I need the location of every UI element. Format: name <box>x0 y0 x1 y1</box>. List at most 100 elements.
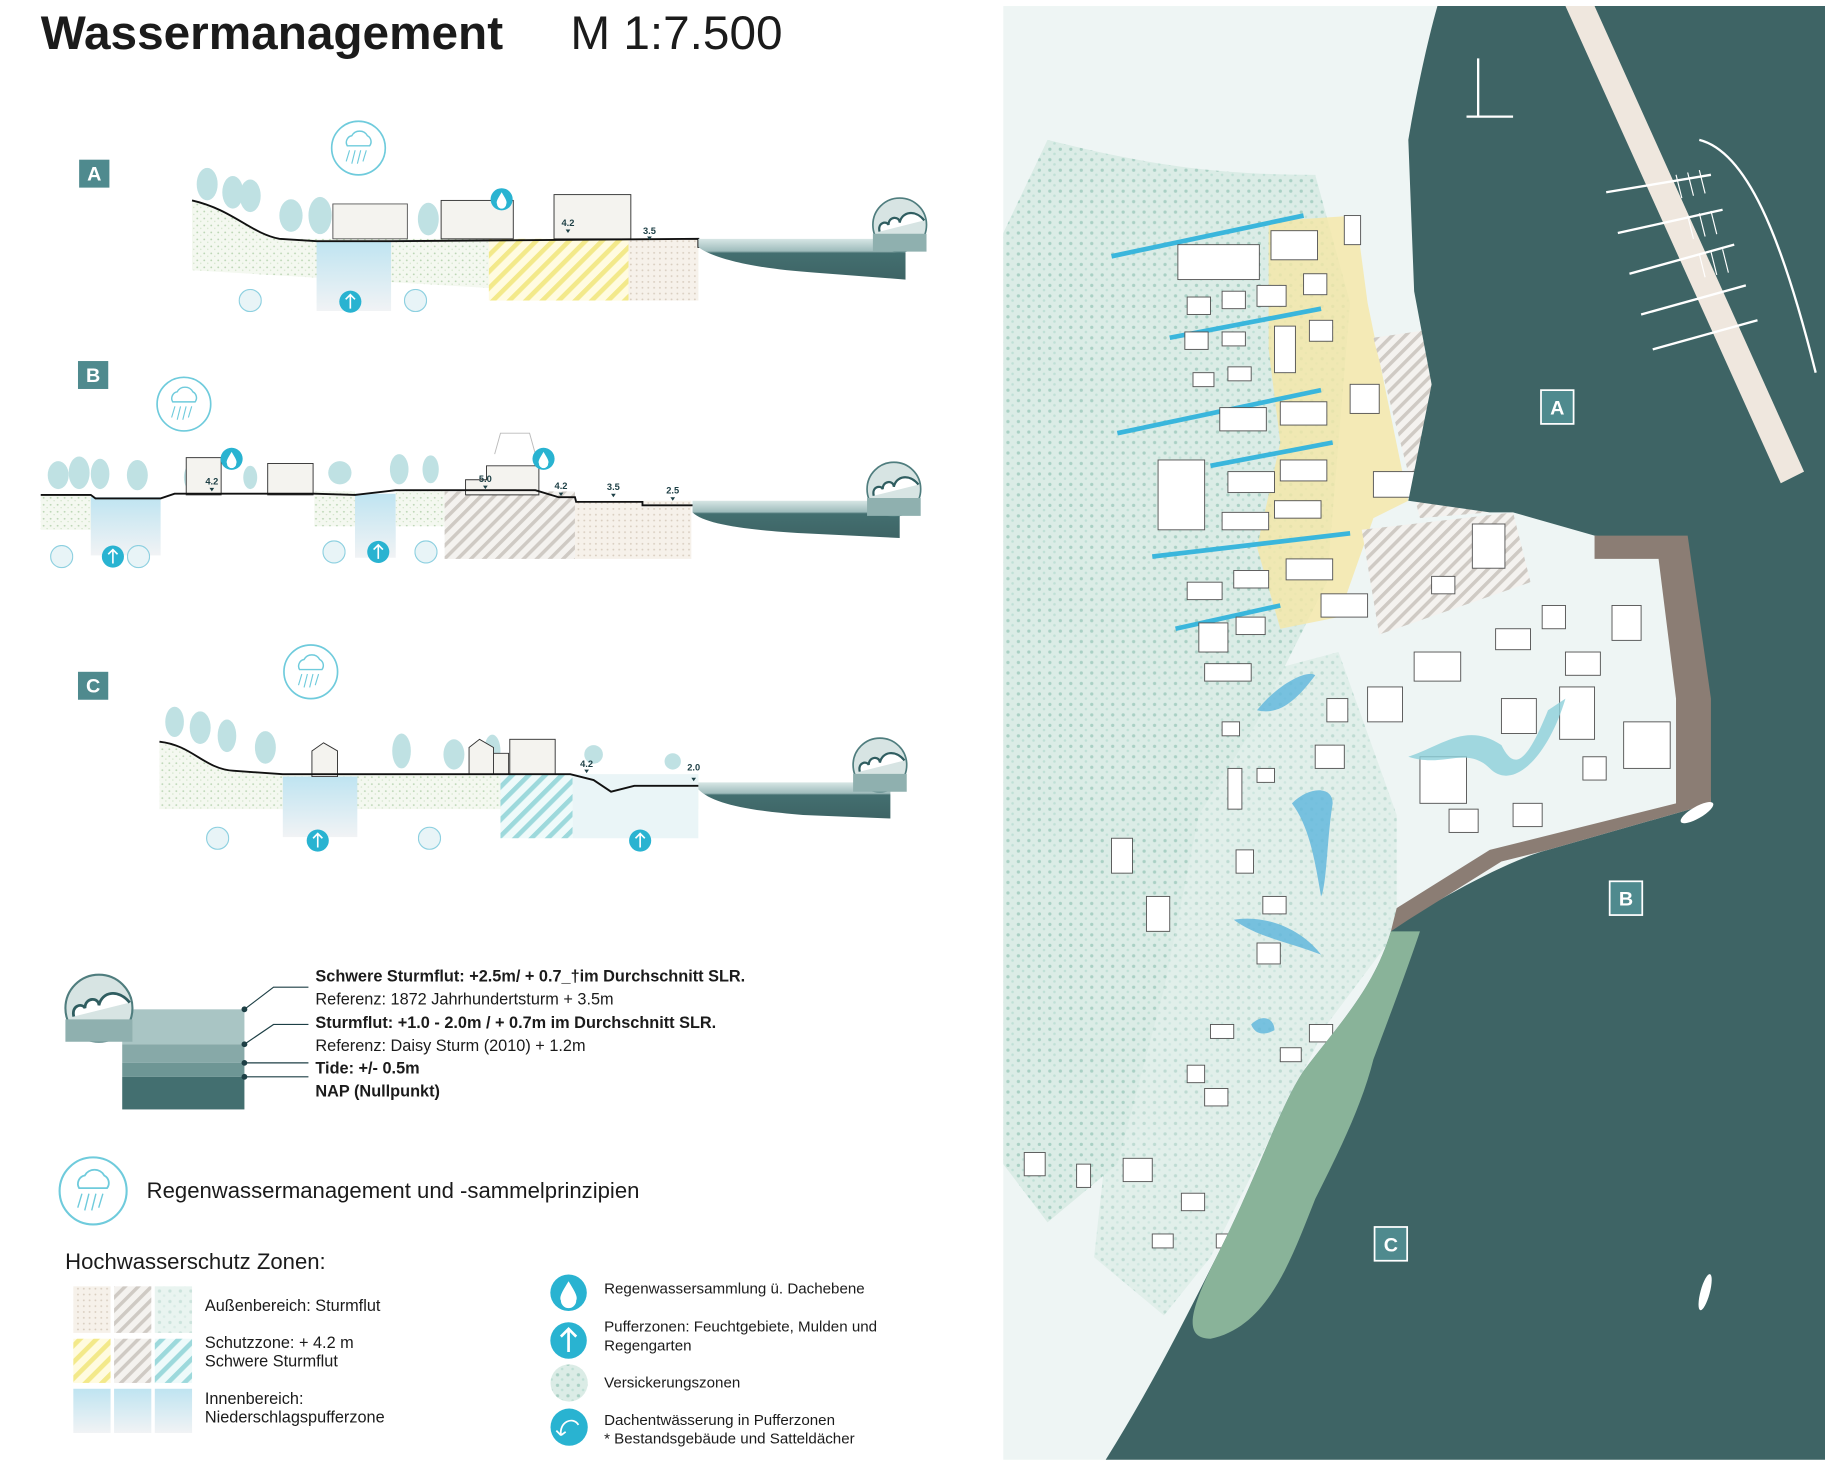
legend-roof-drainage-note: * Bestandsgebäude und Satteldächer <box>604 1430 855 1447</box>
level-band-severe <box>122 1009 245 1045</box>
water-level-legend: Schwere Sturmflut: +2.5m/ + 0.7_†im Durc… <box>64 967 745 1110</box>
protection-zone <box>500 774 573 839</box>
boat <box>1680 802 1714 824</box>
wave-icon <box>851 736 908 793</box>
flood-zones-legend: Hochwasserschutz Zonen: Außenbereich: St… <box>65 1249 385 1433</box>
infiltration-icon <box>238 288 262 313</box>
rain-icon <box>58 1156 128 1226</box>
water-drop-icon <box>490 188 513 211</box>
map-label-text: C <box>1384 1234 1398 1256</box>
water-drop-icon <box>532 447 555 470</box>
level-marker: 4.2 <box>562 218 575 228</box>
arrow-up-icon <box>338 290 362 314</box>
buffer-zone <box>282 776 358 838</box>
rain-icon <box>156 376 212 432</box>
infiltration-zone <box>314 491 355 527</box>
infiltration-zone <box>395 491 445 527</box>
leader-dots <box>241 1006 248 1080</box>
water-channels <box>1111 213 1351 632</box>
building <box>311 742 338 778</box>
site-plan-map: A B C <box>1003 6 1825 1460</box>
section-b: B 4.2 5.0 4.2 3.5 2.5 <box>40 361 922 569</box>
swatch-grey <box>114 1286 152 1333</box>
building <box>332 203 408 240</box>
zones-heading: Hochwasserschutz Zonen: <box>65 1249 326 1274</box>
inner-zone <box>572 774 699 839</box>
legend-nap: NAP (Nullpunkt) <box>315 1083 440 1101</box>
building <box>185 457 222 496</box>
sea-section <box>698 238 906 280</box>
section-label: A <box>87 164 101 186</box>
zone-protection-sub: Schwere Sturmflut <box>205 1353 338 1371</box>
legend-storm-ref: Referenz: Daisy Sturm (2010) + 1.2m <box>315 1037 585 1055</box>
marina <box>1466 58 1817 373</box>
infiltration-icon <box>206 826 230 850</box>
buffer-zone <box>90 497 161 556</box>
infiltration-icon <box>417 826 442 850</box>
section-a: A 4.2 3.5 <box>79 120 928 314</box>
building <box>553 194 632 240</box>
trees <box>196 167 439 236</box>
section-label-box <box>79 159 110 188</box>
outer-zone <box>574 500 692 559</box>
level-marker: 2.5 <box>666 486 679 496</box>
water-drop-icon <box>220 447 243 470</box>
level-marker: 3.5 <box>607 482 620 492</box>
legend-roof-collection: Regenwassersammlung ü. Dachebene <box>604 1280 865 1297</box>
swatch-blue <box>114 1388 152 1433</box>
trees <box>47 454 439 492</box>
building <box>267 463 314 496</box>
rain-icon <box>283 644 339 700</box>
map-label-b: B <box>1608 880 1644 916</box>
level-marker: 5.0 <box>479 474 492 484</box>
arrow-up-icon <box>549 1321 588 1360</box>
map-label-c: C <box>1373 1226 1409 1262</box>
map-label-text: B <box>1619 889 1633 911</box>
infiltration-zone <box>40 494 94 530</box>
quay-wall <box>1390 535 1711 932</box>
arrow-up-icon <box>628 828 652 853</box>
sea <box>1105 6 1825 1460</box>
green-dike <box>1192 931 1420 1339</box>
infiltration-icon <box>322 540 346 564</box>
wave-icon <box>64 973 134 1044</box>
retention-ponds <box>1233 673 1566 1034</box>
level-marker-triangles <box>209 485 676 501</box>
wave-icon <box>871 196 928 253</box>
swatch-sand <box>73 1286 111 1333</box>
infiltration-icon <box>403 288 428 313</box>
infiltration-icon <box>50 544 74 569</box>
zone-protection-label: Schutzzone: + 4.2 m <box>205 1334 354 1352</box>
zone-outer-label: Außenbereich: Sturmflut <box>205 1297 381 1315</box>
dotted-circle-icon <box>550 1364 588 1402</box>
section-c: C 4.2 2.0 <box>77 644 908 853</box>
rain-icon <box>330 120 387 176</box>
icon-legend: Regenwassersammlung ü. Dachebene Pufferz… <box>549 1274 877 1447</box>
legend-roof-drainage: Dachentwässerung in Pufferzonen <box>604 1412 835 1429</box>
map-label-a: A <box>1540 389 1575 425</box>
section-label: C <box>86 676 100 698</box>
infiltration-icon <box>414 540 438 564</box>
swatch-teal-stripes <box>154 1338 193 1383</box>
wave-icon <box>865 461 922 518</box>
water-drop-icon <box>550 1274 587 1311</box>
swatch-blue <box>154 1388 193 1433</box>
level-band-nap <box>122 1076 245 1110</box>
zone-inner-sub: Niederschlagspufferzone <box>205 1409 385 1427</box>
pier <box>1565 6 1805 484</box>
legend-severe-storm-ref: Referenz: 1872 Jahrhundertsturm + 3.5m <box>315 991 613 1009</box>
protection-zone <box>488 238 629 301</box>
page-title: Wassermanagement <box>41 7 503 60</box>
boat-berths <box>1675 170 1729 278</box>
protection-zone-yellow <box>1257 215 1409 629</box>
zone-inner-label: Innenbereich: <box>205 1390 304 1408</box>
sea-section <box>698 782 891 819</box>
swatch-grey-stripes <box>114 1338 152 1383</box>
trees <box>165 706 681 770</box>
rain-legend-text: Regenwassermanagement und -sammelprinzip… <box>147 1178 640 1203</box>
legend-buffer-zones: Pufferzonen: Feuchtgebiete, Mulden und <box>604 1319 877 1336</box>
protection-zone <box>444 491 575 559</box>
boat <box>1698 1274 1712 1311</box>
section-label-box <box>77 361 109 389</box>
